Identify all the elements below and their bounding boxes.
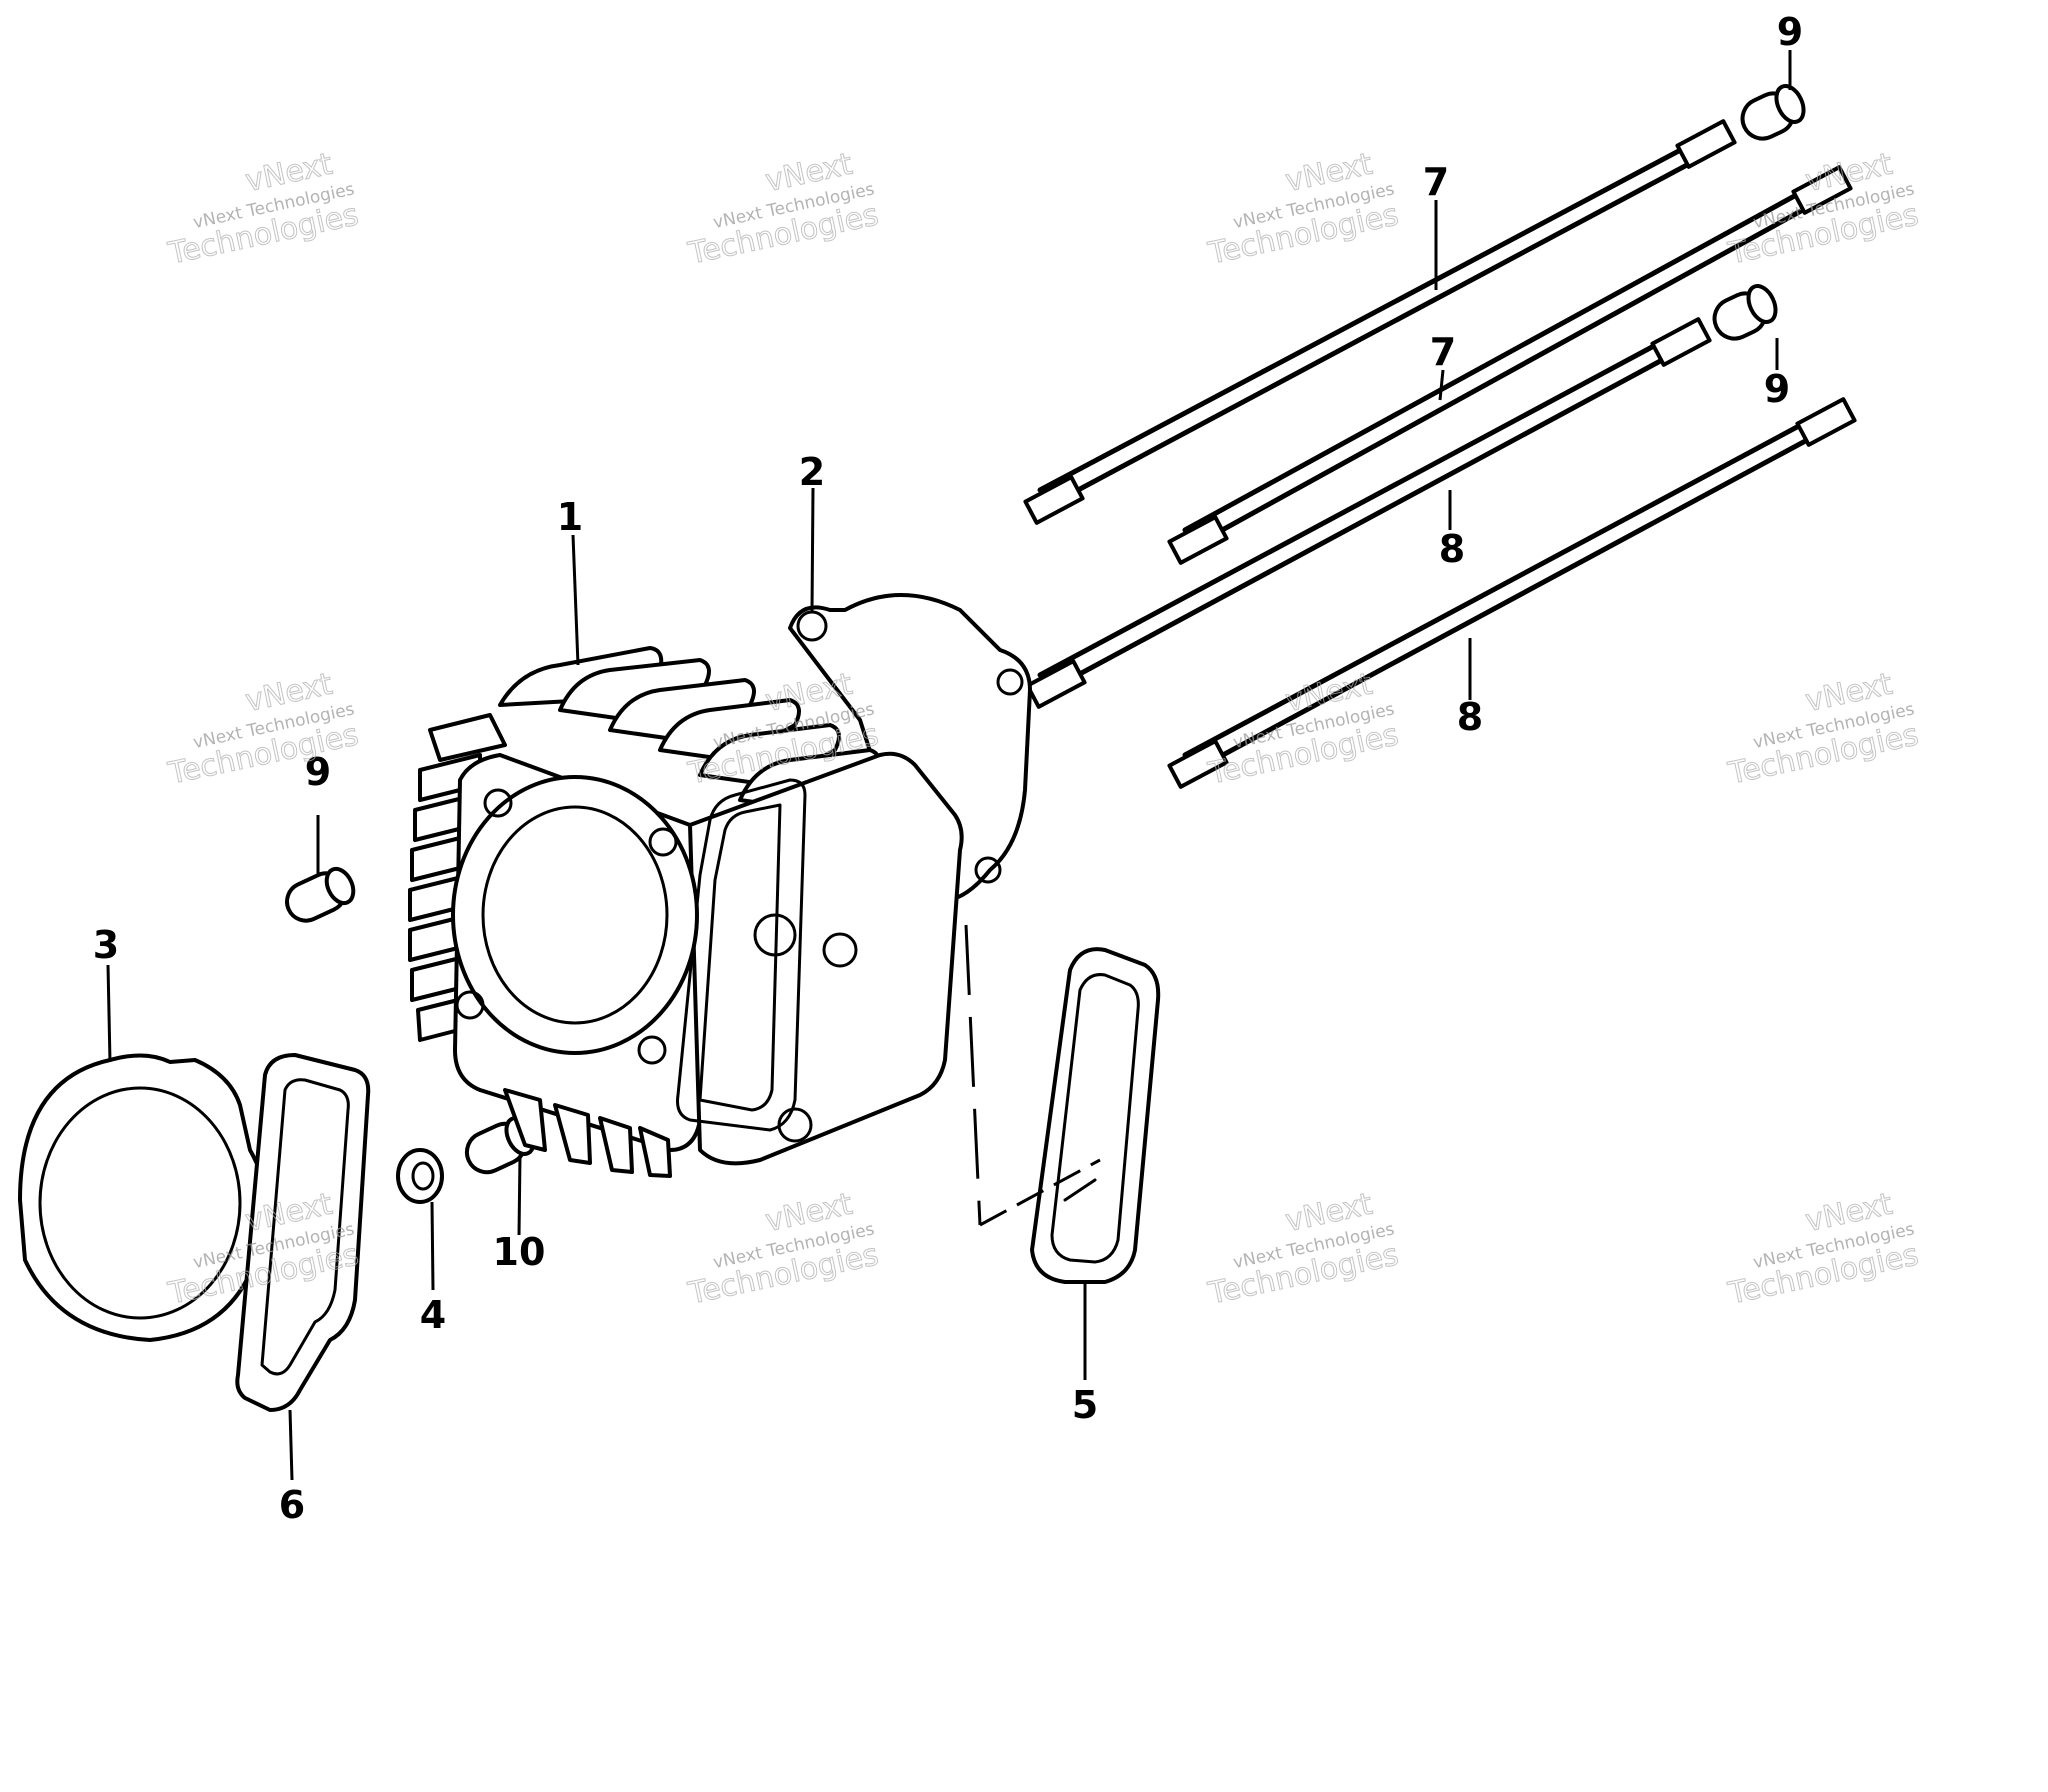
dowel-pin-9-left[interactable] bbox=[281, 865, 359, 927]
watermark-grid: vNext vNext Technologies Technologies vN… bbox=[164, 146, 1922, 1312]
stud-bolt-8-lower[interactable] bbox=[1167, 397, 1857, 789]
callout-7-upper: 7 bbox=[1423, 160, 1449, 204]
watermark: vNext vNext Technologies Technologies bbox=[1204, 666, 1402, 792]
callout-8-lower: 8 bbox=[1457, 695, 1483, 739]
stud-bolt-8-upper[interactable] bbox=[1025, 317, 1712, 709]
watermark: vNext vNext Technologies Technologies bbox=[1204, 146, 1402, 272]
callout-3: 3 bbox=[93, 923, 119, 967]
callout-10: 10 bbox=[493, 1230, 546, 1274]
watermark: vNext vNext Technologies Technologies bbox=[684, 1186, 882, 1312]
watermark: vNext vNext Technologies Technologies bbox=[684, 146, 882, 272]
watermark: vNext vNext Technologies Technologies bbox=[1724, 666, 1922, 792]
cylinder-1[interactable] bbox=[408, 646, 964, 1178]
callout-9-top: 9 bbox=[1777, 10, 1803, 54]
stud-bolt-7-upper[interactable] bbox=[1023, 119, 1737, 525]
leader-lines bbox=[106, 50, 1792, 1481]
callout-9-left: 9 bbox=[305, 750, 331, 794]
locator-dashed-line bbox=[964, 924, 1101, 1227]
stud-bolt-7-lower[interactable] bbox=[1167, 165, 1853, 565]
dowel-pin-9-top[interactable] bbox=[1736, 82, 1809, 145]
watermark: vNext vNext Technologies Technologies bbox=[164, 666, 362, 792]
callout-6: 6 bbox=[279, 1483, 305, 1527]
callout-7-lower: 7 bbox=[1430, 330, 1456, 374]
exhaust-gasket-5[interactable] bbox=[1030, 947, 1161, 1284]
dowel-pin-9-mid[interactable] bbox=[1708, 282, 1781, 345]
callout-5: 5 bbox=[1072, 1383, 1098, 1427]
watermark: vNext vNext Technologies Technologies bbox=[164, 146, 362, 272]
cylinder-head-gasket-3[interactable] bbox=[18, 1053, 268, 1342]
callout-1: 1 bbox=[557, 495, 583, 539]
callout-4: 4 bbox=[420, 1293, 446, 1337]
watermark: vNext vNext Technologies Technologies bbox=[1204, 1186, 1402, 1312]
o-ring-4[interactable] bbox=[396, 1148, 444, 1204]
intake-gasket-6[interactable] bbox=[235, 1053, 371, 1412]
callout-2: 2 bbox=[799, 450, 825, 494]
callout-9-mid: 9 bbox=[1764, 367, 1790, 411]
watermark: vNext vNext Technologies Technologies bbox=[1724, 1186, 1922, 1312]
callout-labels: 1 2 3 4 5 6 7 7 8 8 9 9 9 10 bbox=[93, 10, 1803, 1527]
callout-8-upper: 8 bbox=[1439, 527, 1465, 571]
watermark: vNext vNext Technologies Technologies bbox=[1724, 146, 1922, 272]
